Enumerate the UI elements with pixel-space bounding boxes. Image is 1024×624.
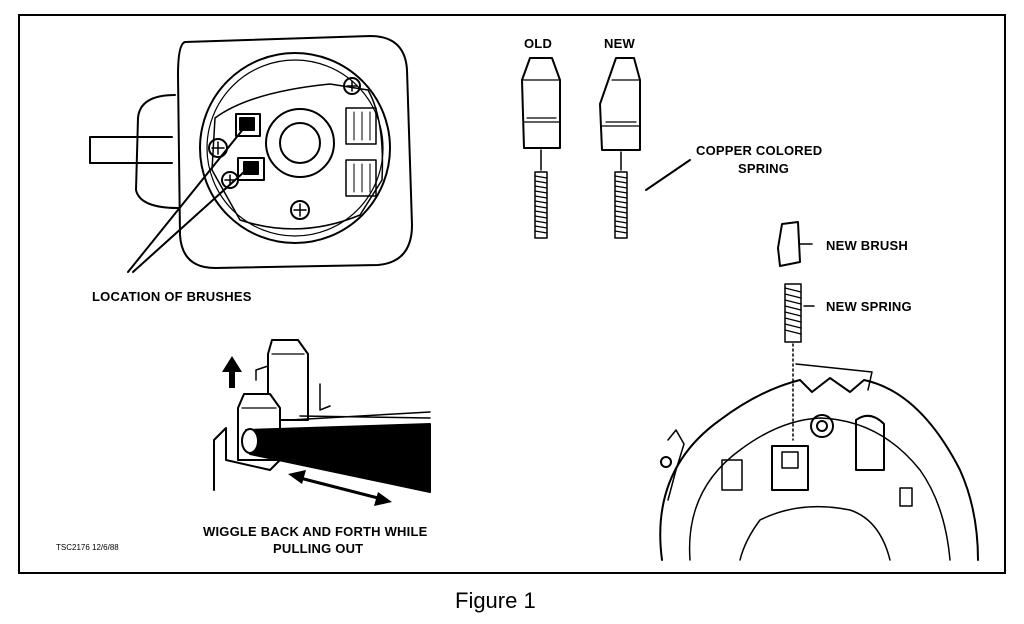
housing-opening: [199, 52, 391, 244]
housing-view: [89, 35, 413, 273]
housing-body: [177, 35, 413, 269]
old-label: OLD: [524, 36, 553, 51]
new-spring-label: NEW SPRING: [826, 299, 912, 314]
new-brush-label: NEW BRUSH: [826, 238, 908, 253]
location-of-brushes-label: LOCATION OF BRUSHES: [92, 289, 252, 304]
brush-comparison: [521, 57, 691, 239]
new-brush: [599, 57, 641, 151]
copper-spring-label-line2: SPRING: [738, 161, 790, 176]
rear-cap: [135, 94, 179, 209]
document-code: TSC2176 12/6/88: [56, 543, 119, 552]
center-hub: [265, 108, 335, 178]
figure-frame: [18, 14, 1006, 574]
wiggle-label-line1: WIGGLE BACK AND FORTH WHILE: [203, 524, 428, 539]
figure-caption: Figure 1: [455, 588, 536, 613]
brush-holder-upper: [235, 113, 261, 137]
new-label: NEW: [604, 36, 635, 51]
new-brush-install: [777, 221, 801, 267]
wiggle-label-line2: PULLING OUT: [273, 541, 364, 556]
installation-view: [659, 221, 979, 561]
copper-spring-label-line1: COPPER COLORED: [696, 143, 823, 158]
shaft: [89, 136, 173, 164]
spring-bundle: [245, 423, 431, 493]
wiggle-detail: [213, 339, 431, 506]
pointer-line-1: [127, 127, 245, 273]
new-spring-install: [784, 283, 802, 343]
brush-holder-lower: [237, 157, 265, 181]
old-brush: [521, 57, 561, 149]
old-spring: [534, 171, 548, 239]
pointer-line-2: [132, 171, 245, 273]
new-spring-top: [614, 171, 628, 239]
